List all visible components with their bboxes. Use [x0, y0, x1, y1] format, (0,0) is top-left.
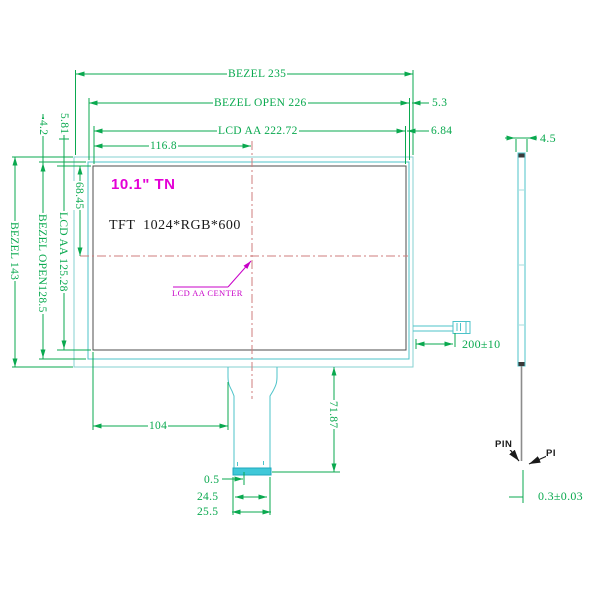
panel-size-title: 10.1" TN: [111, 176, 176, 193]
panel-resolution: TFT 1024*RGB*600: [109, 218, 241, 234]
label-gap-5-3: 5.3: [431, 97, 449, 110]
fpc-right-edge: [269, 367, 278, 468]
label-cable-length: 200±10: [461, 337, 502, 351]
active-area-outline: [92, 165, 407, 351]
fpc-tail: [227, 367, 278, 476]
label-gap-5-81: 5.81: [58, 112, 71, 136]
bezel-open-outline: [87, 161, 410, 360]
panel-front-view: [73, 156, 414, 368]
label-fpc-length: 71.87: [327, 400, 340, 430]
side-bar-top-cap: [518, 153, 525, 158]
label-gap-6-84: 6.84: [430, 125, 454, 138]
label-fpc-x: 104: [148, 420, 169, 433]
aa-centerlines: [80, 141, 408, 399]
label-bezel-width: BEZEL 235: [227, 68, 288, 81]
label-conn-inner: 24.5: [196, 491, 220, 504]
label-aa-width: LCD AA 222.72: [217, 125, 299, 138]
backlight-cable: [413, 321, 471, 334]
label-pin: PIN: [495, 439, 513, 450]
label-pi: PI: [546, 448, 556, 459]
leader-arrow: [227, 260, 252, 288]
label-aa-height: LCD AA 125.28: [57, 211, 70, 293]
label-aa-center: LCD AA CENTER: [172, 288, 243, 298]
label-bezel-height: BEZEL 143: [8, 221, 21, 282]
fpc-left-edge: [227, 367, 235, 468]
label-thickness: 4.5: [539, 131, 557, 145]
label-gap-4-2: 4.2: [37, 119, 50, 137]
label-pin-offset: 0.5: [203, 474, 221, 487]
label-center-x: 116.8: [149, 140, 178, 153]
label-conn-outer: 25.5: [196, 506, 220, 519]
aa-center-leader: [173, 260, 252, 288]
side-bar-bottom-cap: [518, 362, 525, 366]
fpc-connector-bar: [232, 467, 272, 476]
label-center-y: 68.45: [73, 181, 86, 211]
label-open-width: BEZEL OPEN 226: [213, 97, 308, 110]
label-pin-thickness: 0.3±0.03: [537, 489, 584, 503]
bezel-outline: [73, 156, 414, 368]
side-bar-outline: [517, 152, 526, 367]
cable-connector: [452, 321, 471, 334]
side-profile-view: [507, 152, 548, 465]
label-open-height: BEZEL OPEN128.5: [36, 213, 49, 314]
pi-leader: [528, 455, 548, 465]
